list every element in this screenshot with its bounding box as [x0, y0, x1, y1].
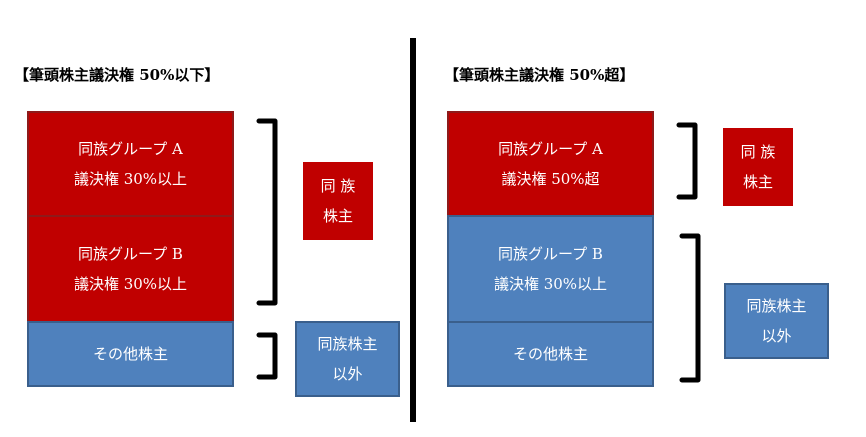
right-group-b-voting: 議決権 30%以上	[493, 275, 608, 293]
right-panel-title: 【筆頭株主議決権 50%超】	[444, 66, 635, 84]
left-nonfamily-label-line1: 同族株主	[317, 335, 378, 353]
right-others-box: その他株主	[447, 321, 654, 387]
left-others-label: その他株主	[92, 345, 168, 363]
right-group-b-name: 同族グループ B	[498, 245, 603, 263]
right-family-label-line2: 株主	[742, 173, 773, 191]
left-group-b-voting: 議決権 30%以上	[73, 275, 188, 293]
left-group-a-name: 同族グループ A	[78, 140, 183, 158]
right-others-label: その他株主	[512, 345, 588, 363]
left-family-shareholder-label: 同 族 株主	[303, 162, 373, 240]
right-group-a-box: 同族グループ A 議決権 50%超	[447, 111, 654, 217]
right-nonfamily-label-line2: 以外	[761, 327, 792, 345]
left-group-a-box: 同族グループ A 議決権 30%以上	[27, 111, 234, 217]
panel-divider	[410, 38, 416, 422]
left-family-bracket	[256, 118, 278, 306]
right-family-shareholder-label: 同 族 株主	[723, 128, 793, 206]
left-panel-title: 【筆頭株主議決権 50%以下】	[14, 66, 220, 84]
left-group-a-voting: 議決権 30%以上	[73, 170, 188, 188]
right-family-bracket	[676, 122, 698, 200]
left-family-label-line1: 同 族	[320, 177, 356, 195]
left-family-label-line2: 株主	[322, 207, 353, 225]
left-group-b-name: 同族グループ B	[78, 245, 183, 263]
right-nonfamily-shareholder-label: 同族株主 以外	[724, 283, 829, 359]
left-nonfamily-label-line2: 以外	[332, 365, 363, 383]
right-nonfamily-label-line1: 同族株主	[746, 297, 807, 315]
left-nonfamily-shareholder-label: 同族株主 以外	[295, 321, 400, 397]
right-group-b-box: 同族グループ B 議決権 30%以上	[447, 215, 654, 323]
left-group-b-box: 同族グループ B 議決権 30%以上	[27, 215, 234, 323]
right-group-a-voting: 議決権 50%超	[501, 170, 600, 188]
left-others-box: その他株主	[27, 321, 234, 387]
right-group-a-name: 同族グループ A	[498, 140, 603, 158]
right-family-label-line1: 同 族	[740, 143, 776, 161]
right-nonfamily-bracket	[679, 233, 701, 383]
left-nonfamily-bracket	[256, 332, 278, 380]
